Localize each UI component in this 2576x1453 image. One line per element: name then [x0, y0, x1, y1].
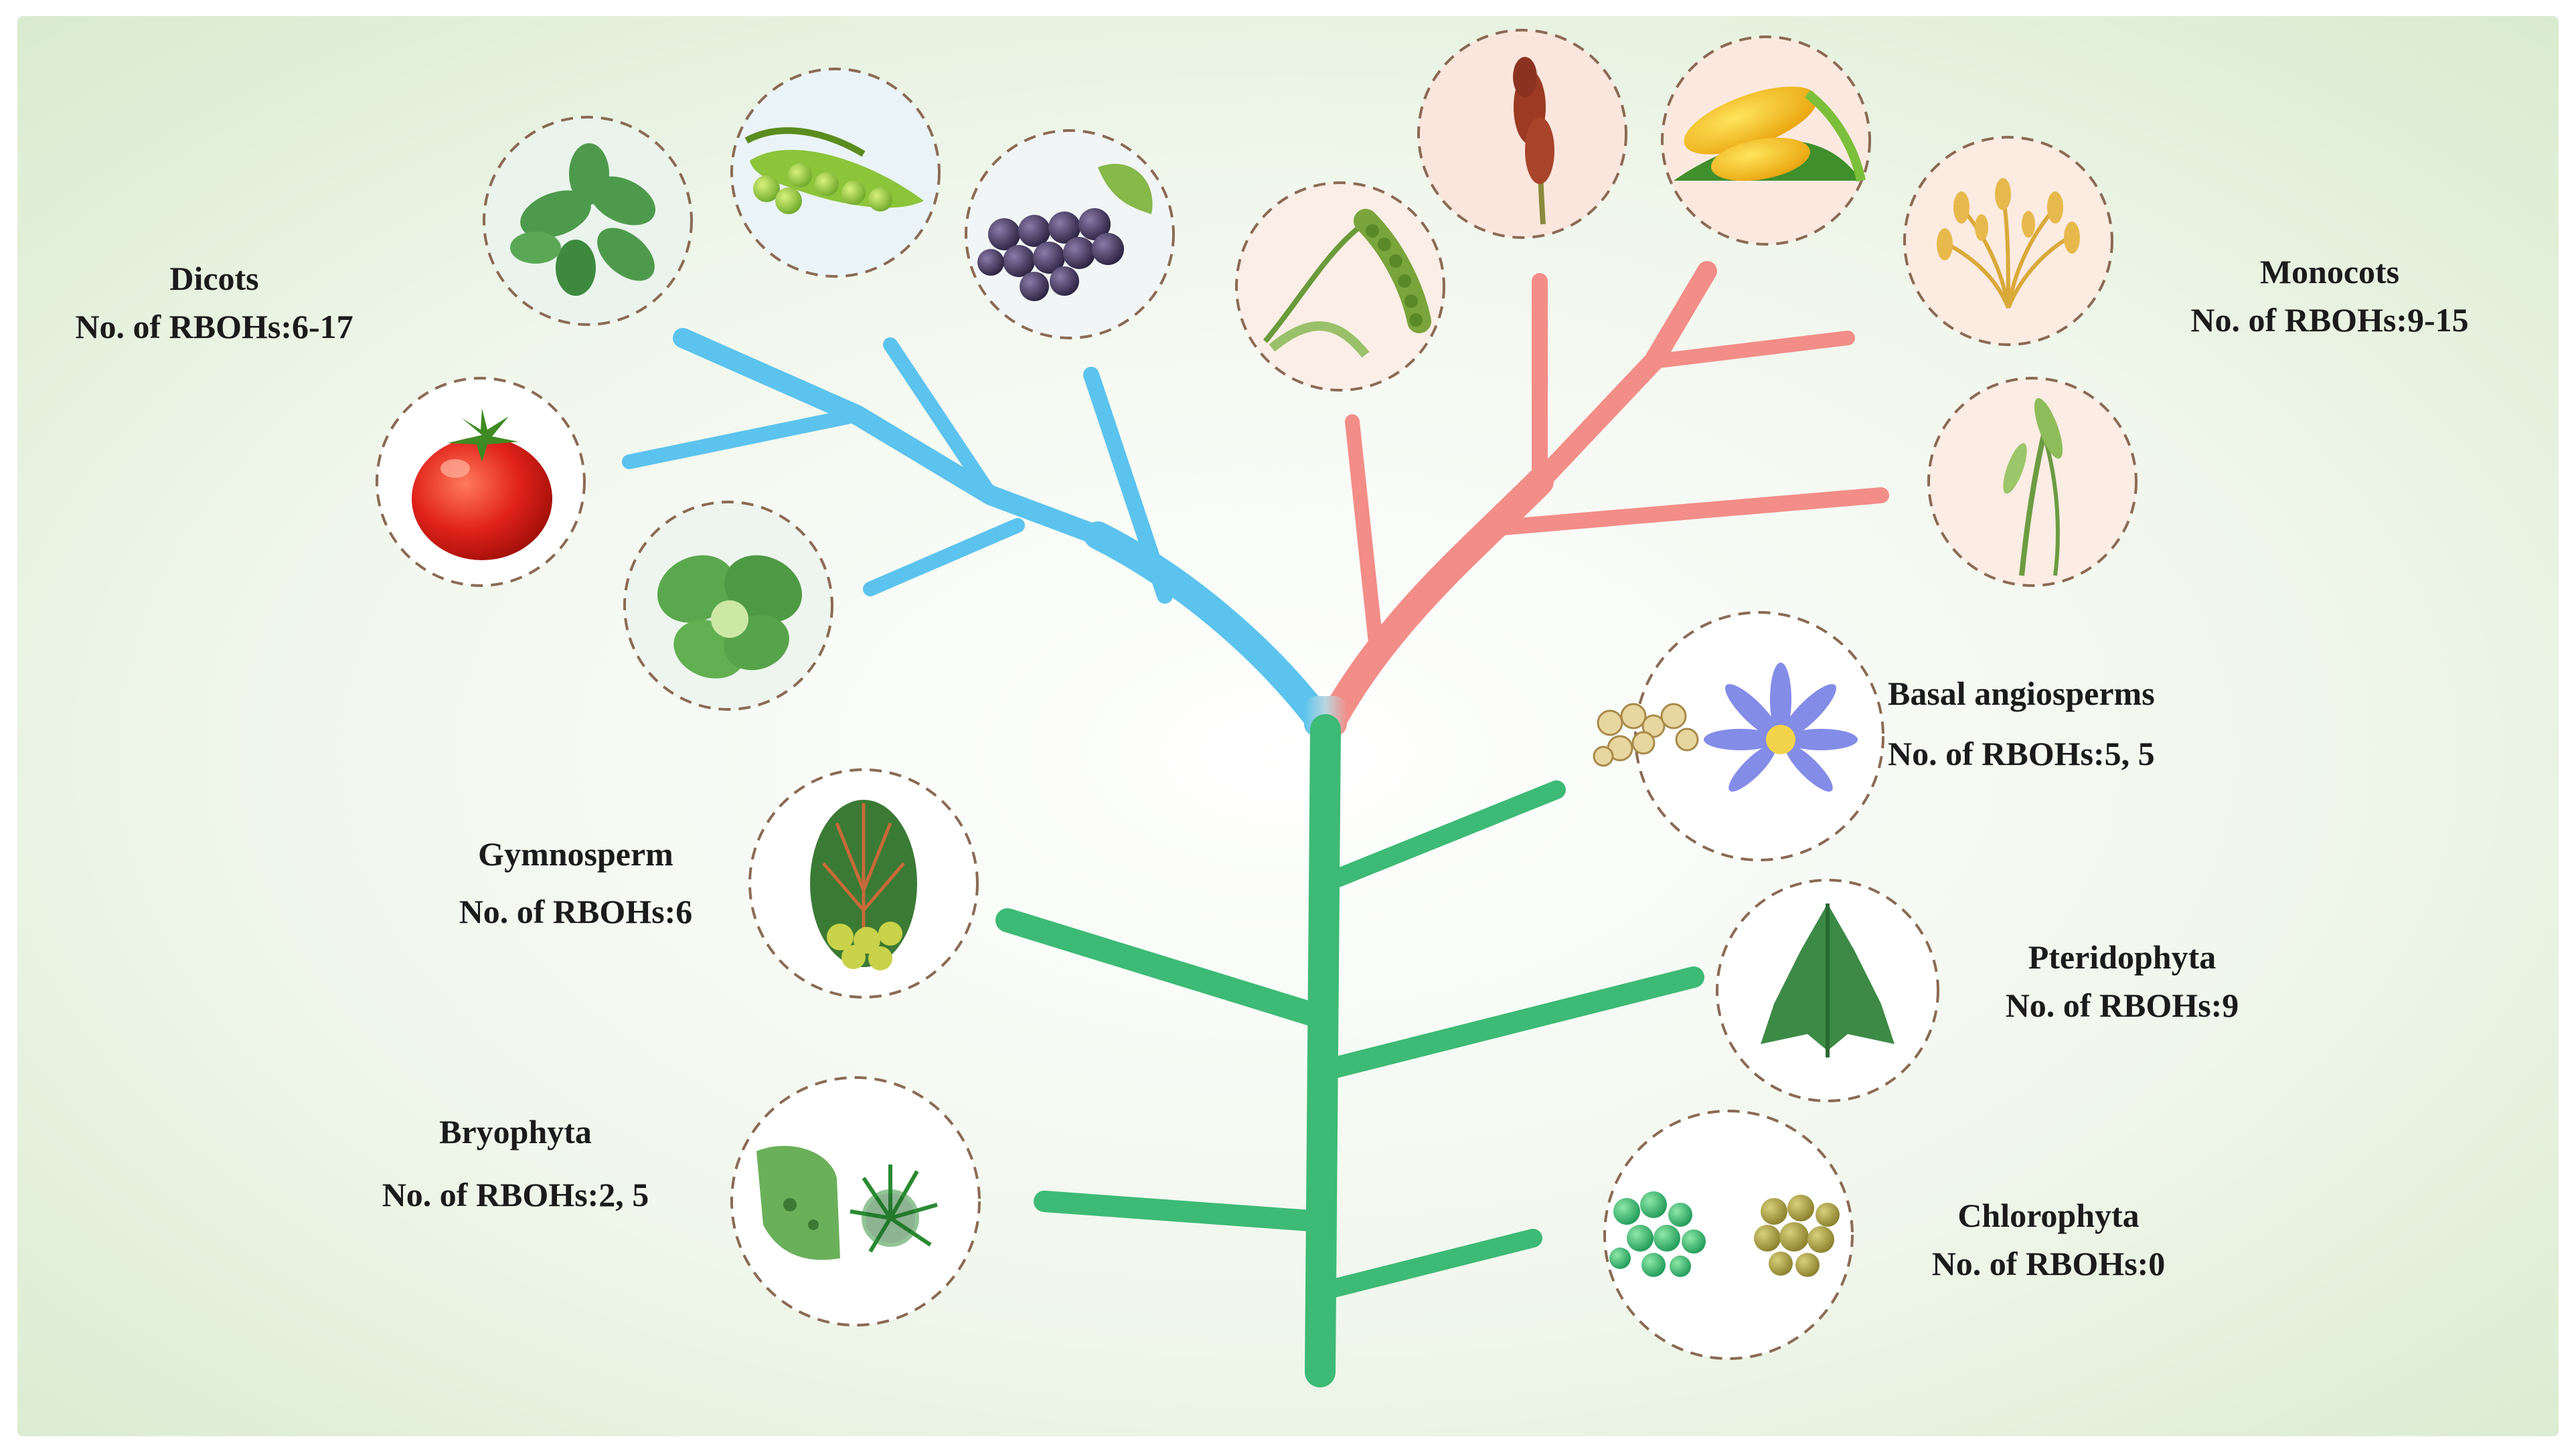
gymnosperm-name: Gymnosperm — [415, 830, 736, 878]
chlorophyta-name: Chlorophyta — [1888, 1191, 2209, 1240]
monocots-count: No. of RBOHs:9-15 — [2142, 296, 2517, 344]
bryophyta-label: Bryophyta No. of RBOHs:2, 5 — [348, 1108, 683, 1219]
dicots-count: No. of RBOHs:6-17 — [40, 303, 388, 351]
pteridophyta-count: No. of RBOHs:9 — [1968, 981, 2276, 1029]
basal-angiosperms-count: No. of RBOHs:5, 5 — [1888, 730, 2249, 778]
chlorophyta-label: Chlorophyta No. of RBOHs:0 — [1888, 1191, 2209, 1288]
gymnosperm-count: No. of RBOHs:6 — [415, 887, 736, 936]
dicots-label: Dicots No. of RBOHs:6-17 — [40, 254, 388, 351]
pteridophyta-label: Pteridophyta No. of RBOHs:9 — [1968, 933, 2276, 1029]
monocots-name: Monocots — [2142, 248, 2517, 296]
basal-angiosperms-name: Basal angiosperms — [1888, 669, 2249, 717]
chlorophyta-count: No. of RBOHs:0 — [1888, 1240, 2209, 1288]
gymnosperm-label: Gymnosperm No. of RBOHs:6 — [415, 830, 736, 936]
dicots-name: Dicots — [40, 254, 388, 303]
monocots-label: Monocots No. of RBOHs:9-15 — [2142, 248, 2517, 344]
bryophyta-count: No. of RBOHs:2, 5 — [348, 1171, 683, 1219]
pteridophyta-name: Pteridophyta — [1968, 933, 2276, 981]
basal-angiosperms-label: Basal angiosperms No. of RBOHs:5, 5 — [1888, 669, 2249, 778]
bryophyta-name: Bryophyta — [348, 1108, 683, 1156]
